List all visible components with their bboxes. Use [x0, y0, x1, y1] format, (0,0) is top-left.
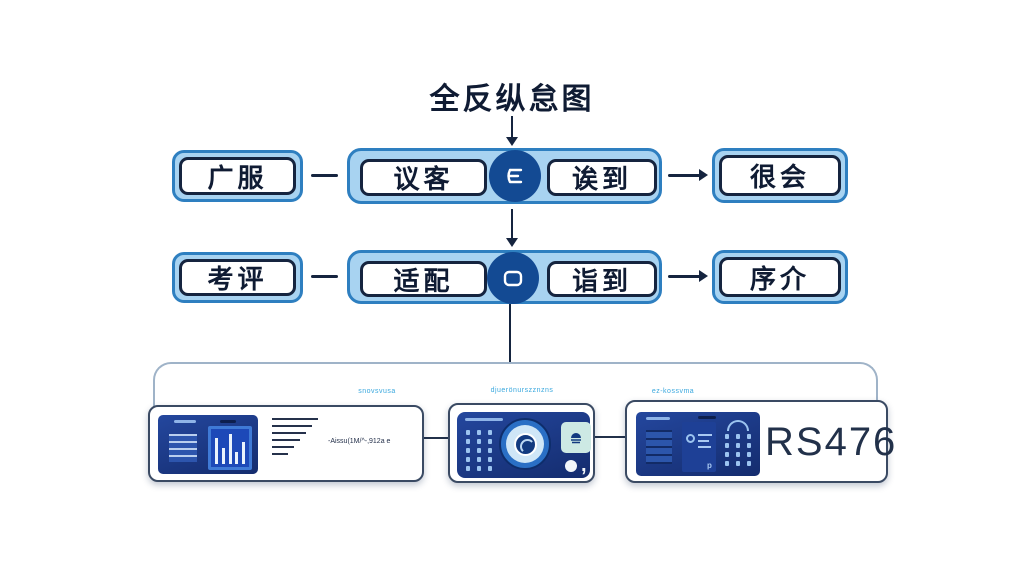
keypad-grid	[725, 434, 751, 466]
document-lines	[272, 418, 320, 460]
connector-card-middle-right	[591, 436, 629, 438]
row2-mid-left-label: 适配	[360, 261, 487, 297]
text-panel	[164, 429, 202, 467]
row1-right-label: 很会	[719, 155, 841, 196]
row2-left-box: 考评	[172, 252, 303, 303]
diagram-title: 全反纵怠图	[429, 83, 595, 116]
arrowhead-down-icon	[506, 137, 518, 146]
row1-middle-container: 议客 诶到	[347, 148, 662, 204]
row2-right-box: 序介	[712, 250, 848, 304]
device-card-middle: ,	[448, 403, 595, 483]
connector-row2-to-cards	[509, 303, 511, 363]
row2-right-label: 序介	[719, 257, 841, 297]
card-left-label: snovsvusa	[358, 388, 396, 395]
screen-dash	[220, 420, 236, 423]
bar-chart-icon	[208, 426, 252, 470]
row1-left-label: 广服	[179, 157, 296, 195]
comma-mark: ,	[581, 454, 587, 476]
card-right-label: ez-kossvma	[651, 388, 695, 395]
row2-middle-container: 适配 诣到	[347, 250, 662, 304]
app-glyph-icon	[571, 432, 581, 443]
device-code: RS476	[765, 420, 898, 464]
connector-title-to-row1	[511, 116, 513, 138]
row1-right-box: 很会	[712, 148, 848, 203]
screen-dash	[646, 417, 670, 420]
card-middle-label: djuerönurszznzns	[490, 387, 554, 394]
connector-row1-right	[668, 174, 701, 177]
doc-lines	[698, 434, 712, 452]
device-card-left: -Aissu(1M/^-,912a e	[148, 405, 424, 482]
row2-circle-badge	[487, 252, 539, 304]
avatar-circle-icon	[686, 434, 695, 443]
keypad-grid	[466, 430, 492, 471]
lens-icon	[499, 418, 551, 470]
middle-card-screen: ,	[457, 412, 591, 478]
screen-dash	[174, 420, 196, 423]
screen-dash	[465, 418, 503, 421]
row1-left-box: 广服	[172, 150, 303, 202]
screen-outline-icon	[503, 270, 523, 287]
row1-mid-left-label: 议客	[360, 159, 487, 196]
handset-arc-icon	[727, 420, 749, 431]
left-card-note: -Aissu(1M/^-,912a e	[328, 438, 391, 445]
left-card-screen	[158, 415, 258, 474]
right-card-screen: p	[636, 412, 760, 476]
connector-row2-right	[668, 275, 701, 278]
row2-mid-right-label: 诣到	[547, 261, 657, 297]
row2-left-label: 考评	[179, 259, 296, 296]
arrowhead-right-icon	[699, 169, 708, 181]
connector-card-left-middle	[420, 437, 452, 439]
doc-panel: p	[682, 422, 716, 472]
row1-mid-right-label: 诶到	[547, 159, 657, 196]
connector-row1-left	[311, 174, 338, 177]
app-tile	[561, 422, 591, 453]
p-mark: p	[707, 461, 712, 470]
keypad-panel	[721, 420, 755, 474]
arrowhead-down-icon	[506, 238, 518, 247]
list-lines-icon	[507, 168, 523, 184]
device-card-right: p RS476	[625, 400, 898, 483]
connector-row1-to-row2	[511, 209, 513, 239]
status-dot	[565, 460, 577, 472]
row1-circle-badge	[489, 150, 541, 202]
arrowhead-right-icon	[699, 270, 708, 282]
text-panel	[641, 425, 677, 469]
screen-dash	[698, 416, 716, 419]
connector-row2-left	[311, 275, 338, 278]
